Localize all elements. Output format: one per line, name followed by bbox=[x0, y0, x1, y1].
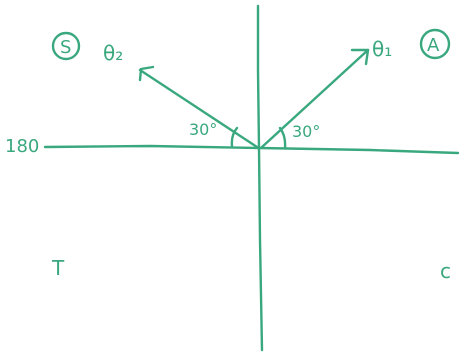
axis-label-180: 180 bbox=[5, 136, 39, 157]
angle-arc-right bbox=[278, 126, 287, 150]
circle-marker-left-letter: S bbox=[60, 37, 71, 58]
angle-label-left: 30° bbox=[189, 120, 217, 139]
quadrant-label-bottom-right: c bbox=[440, 259, 451, 283]
quadrant-label-bottom-left: T bbox=[51, 256, 65, 280]
circle-marker-left bbox=[51, 31, 81, 61]
vector-theta2 bbox=[138, 68, 259, 149]
theta2-label: θ₂ bbox=[103, 41, 123, 65]
angle-arc-left bbox=[230, 126, 239, 148]
circle-marker-right bbox=[419, 28, 451, 60]
vector-theta2-arrowhead bbox=[138, 65, 155, 82]
horizontal-axis bbox=[43, 144, 460, 155]
vector-theta1 bbox=[260, 48, 370, 149]
circle-marker-right-letter: A bbox=[427, 35, 440, 56]
vector-theta1-arrowhead bbox=[350, 48, 370, 66]
vertical-axis bbox=[256, 4, 264, 352]
angle-label-right: 30° bbox=[292, 122, 320, 141]
theta1-label: θ₁ bbox=[372, 37, 392, 61]
